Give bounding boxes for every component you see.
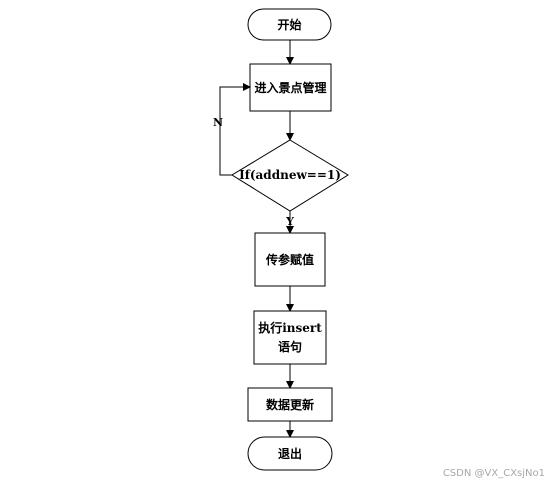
exec-insert-node: 执行insert 语句	[253, 310, 327, 365]
update-data-node: 数据更新	[247, 387, 333, 422]
exec-insert-label-line1: 执行insert	[258, 320, 322, 335]
enter-management-node: 进入景点管理	[249, 63, 332, 112]
exec-insert-label-line2: 语句	[278, 339, 302, 354]
exit-label: 退出	[278, 446, 302, 461]
update-data-label: 数据更新	[266, 397, 314, 412]
pass-params-label: 传参赋值	[265, 252, 314, 267]
enter-management-label: 进入景点管理	[254, 80, 326, 95]
edge-yes-label: Y	[285, 215, 294, 228]
start-label: 开始	[277, 17, 301, 32]
watermark-text: CSDN @VX_CXsjNo1	[443, 468, 545, 479]
decision-label: If(addnew==1)	[239, 168, 341, 182]
decision-node: If(addnew==1)	[231, 139, 349, 212]
edge-no-label: N	[213, 116, 223, 129]
exit-node: 退出	[247, 436, 333, 471]
edge-no-loop-back	[219, 83, 251, 176]
pass-params-node: 传参赋值	[254, 232, 326, 287]
start-node: 开始	[247, 8, 332, 41]
